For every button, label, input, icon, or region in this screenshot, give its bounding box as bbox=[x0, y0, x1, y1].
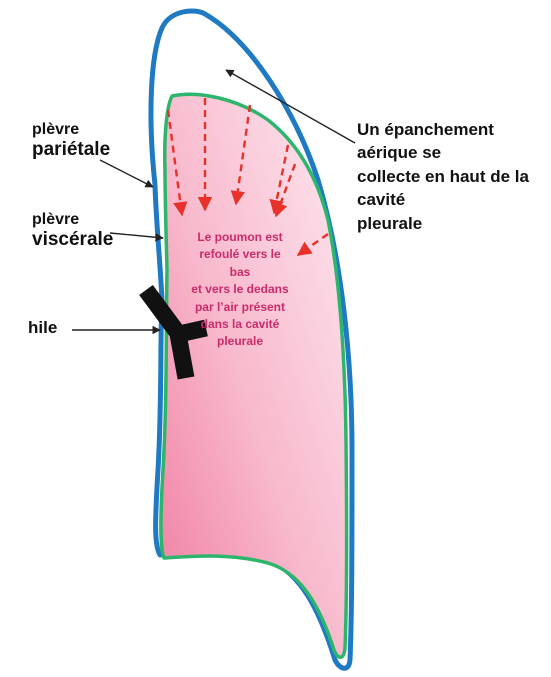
lung-label-line1: Le poumon est bbox=[190, 229, 290, 246]
parietal-label-line1: plèvre bbox=[32, 120, 110, 139]
hilum-label: hile bbox=[28, 318, 57, 338]
parietal-pleura-label: plèvre pariétale bbox=[32, 120, 110, 162]
effusion-label-line2: collecte en haut de la cavité bbox=[357, 165, 551, 212]
visceral-label-line2: viscérale bbox=[32, 229, 113, 252]
parietal-label-line2: pariétale bbox=[32, 139, 110, 162]
parietal-pointer bbox=[100, 160, 153, 187]
lung-label: Le poumon est refoulé vers le bas et ver… bbox=[190, 229, 290, 351]
visceral-pleura-label: plèvre viscérale bbox=[32, 210, 113, 252]
visceral-label-line1: plèvre bbox=[32, 210, 113, 229]
lung-label-line5: dans la cavité bbox=[190, 316, 290, 333]
lung-label-line2: refoulé vers le bas bbox=[190, 246, 290, 281]
lung-label-line6: pleurale bbox=[190, 333, 290, 350]
effusion-label: Un épanchement aérique se collecte en ha… bbox=[357, 118, 551, 235]
lung-label-line4: par l’air présent bbox=[190, 299, 290, 316]
effusion-label-line1: Un épanchement aérique se bbox=[357, 118, 551, 165]
visceral-pointer bbox=[110, 233, 163, 238]
effusion-label-line3: pleurale bbox=[357, 212, 551, 235]
lung-label-line3: et vers le dedans bbox=[190, 281, 290, 298]
